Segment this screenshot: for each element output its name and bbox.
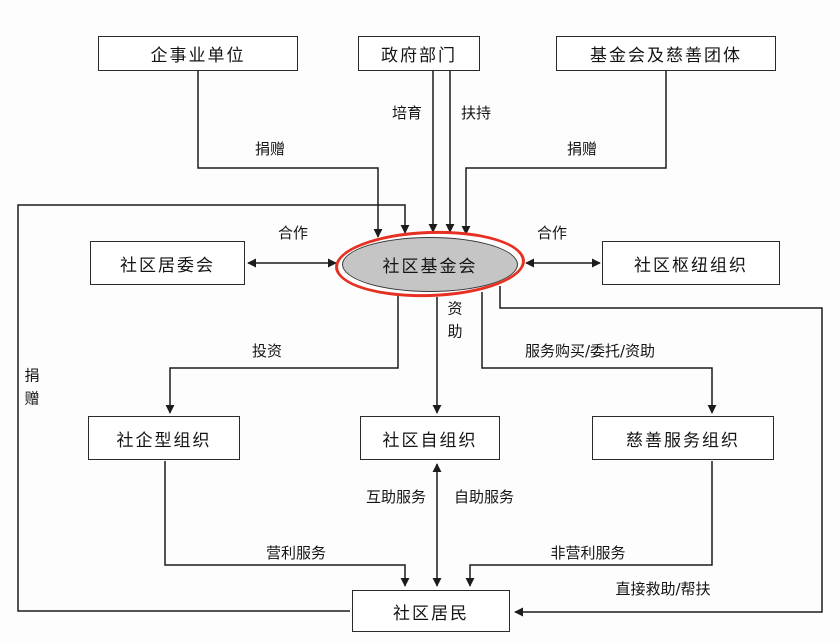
edge-invest	[165, 295, 399, 414]
node-enterprise-label: 企事业单位	[150, 46, 246, 66]
node-hub-org-label: 社区枢纽组织	[634, 255, 748, 276]
edge-donate-foundations	[461, 71, 667, 235]
node-charity-foundations-label: 基金会及慈善团体	[590, 46, 742, 66]
node-charity-service-org-label: 慈善服务组织	[626, 430, 740, 451]
edge-label-cultivate: 培育	[391, 104, 423, 122]
node-residents: 社区居民	[352, 590, 510, 632]
edge-label-self-help-service: 自助服务	[453, 488, 515, 506]
edge-label-donate-foundations: 捐赠	[566, 140, 598, 158]
node-government-label: 政府部门	[381, 46, 457, 66]
edge-label-donate-enterprise: 捐赠	[254, 140, 286, 158]
edge-profit-service	[164, 461, 410, 587]
edge-label-profit-service: 营利服务	[265, 544, 327, 562]
edge-label-donate-residents: 捐赠	[24, 366, 40, 408]
edge-label-cooperate-left: 合作	[277, 224, 309, 242]
node-residents-label: 社区居民	[393, 603, 469, 624]
node-social-enterprise-org-label: 社企型组织	[116, 430, 212, 451]
edge-label-cooperate-right: 合作	[536, 224, 568, 242]
node-enterprise: 企事业单位	[98, 36, 298, 71]
edge-label-support: 扶持	[460, 104, 492, 122]
edge-label-nonprofit-service: 非营利服务	[550, 544, 626, 562]
edge-label-direct-aid: 直接救助/帮扶	[615, 580, 711, 598]
edge-label-invest: 投资	[251, 342, 283, 360]
edge-label-fund: 资助	[447, 299, 463, 341]
node-community-foundation: 社区基金会	[342, 237, 518, 292]
edge-service-purchase	[481, 292, 717, 414]
edge-donate-enterprise	[197, 71, 383, 238]
node-neighborhood-committee-label: 社区居委会	[120, 255, 215, 276]
edge-direct-aid	[499, 286, 823, 617]
edge-label-mutual-aid-service: 互助服务	[365, 488, 427, 506]
edge-label-service-purchase: 服务购买/委托/资助	[524, 342, 656, 360]
node-social-enterprise-org: 社企型组织	[88, 416, 240, 460]
node-community-foundation-label: 社区基金会	[382, 257, 478, 277]
node-neighborhood-committee: 社区居委会	[90, 241, 245, 285]
node-government: 政府部门	[358, 36, 480, 71]
edge-nonprofit-service	[465, 461, 713, 587]
node-charity-foundations: 基金会及慈善团体	[556, 36, 776, 71]
node-hub-org: 社区枢纽组织	[602, 241, 780, 285]
node-charity-service-org: 慈善服务组织	[592, 416, 774, 460]
node-self-org-label: 社区自组织	[382, 430, 478, 451]
edge-donate-residents	[17, 204, 410, 612]
node-self-org: 社区自组织	[360, 416, 500, 460]
